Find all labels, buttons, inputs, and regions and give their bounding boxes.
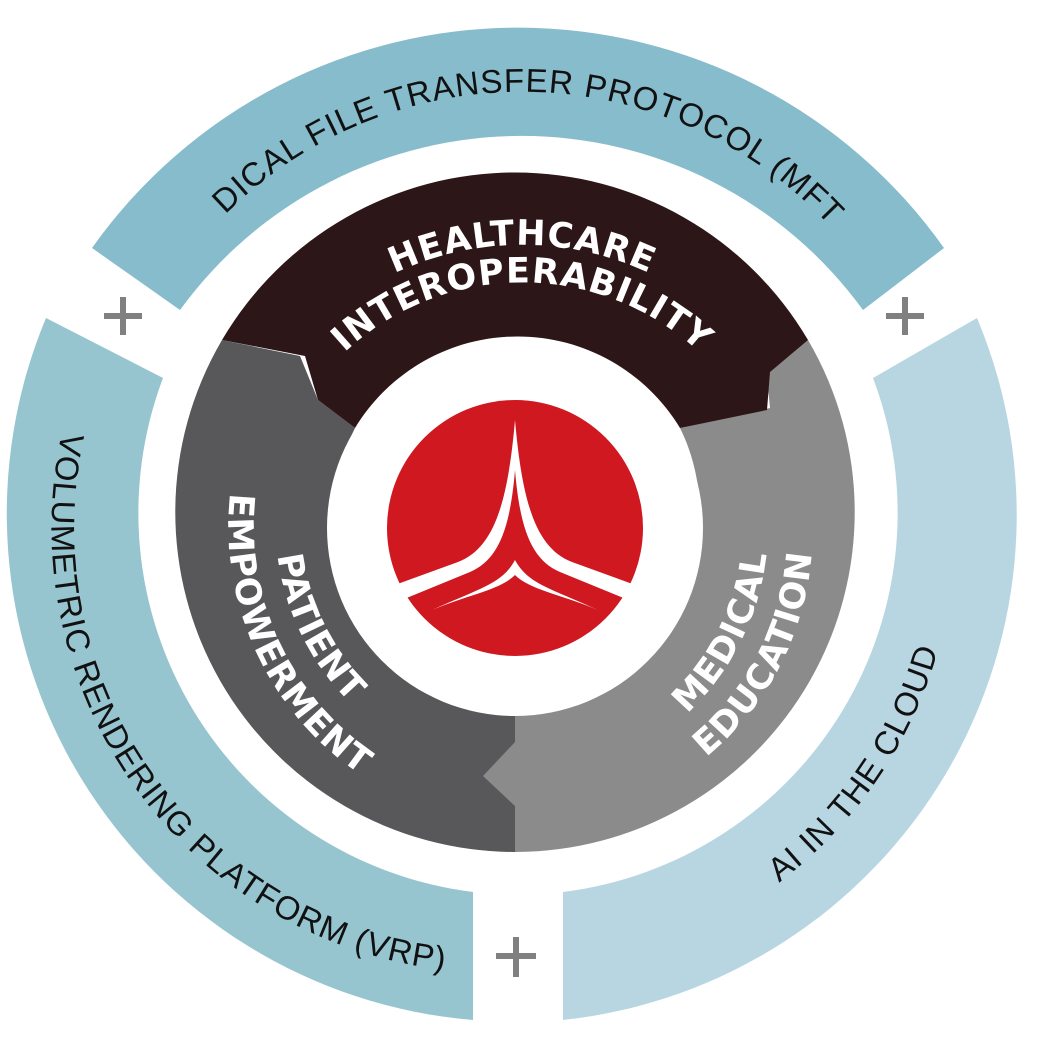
plus-icon [496,937,536,977]
inner-segment-healthcare-interoperability [222,172,808,428]
outer-segment-vrp [6,318,473,1020]
inner-segment-medical-education [483,340,855,852]
outer-segment-mftp [92,27,944,311]
outer-segment-ai [563,318,1017,1020]
plus-icon [886,297,924,335]
plus-icon [104,297,142,335]
logo-base-icon [432,560,598,610]
red-circle-spike-logo-icon [387,400,643,656]
logo-spike-icon [392,420,638,604]
